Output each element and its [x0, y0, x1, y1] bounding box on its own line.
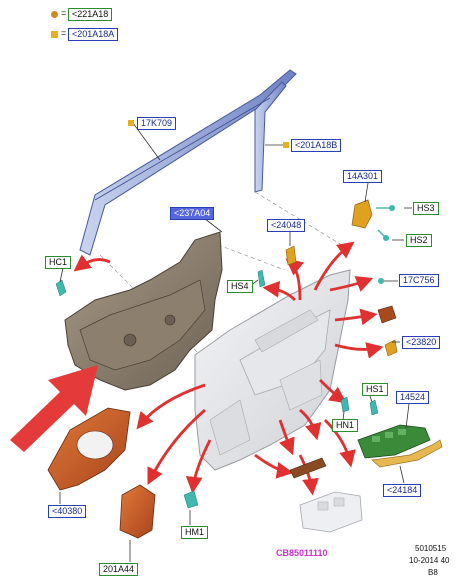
cover-201a44 — [119, 484, 156, 539]
callout-hs2: HS2 — [406, 234, 432, 247]
bracket-24048 — [285, 245, 297, 266]
hinge-bracket-14a301 — [351, 182, 373, 229]
glass-run-strip — [79, 69, 297, 256]
red-arrows — [73, 241, 384, 496]
clip-hc1 — [55, 279, 67, 297]
callout-hm1: HM1 — [181, 526, 209, 539]
legend-dot-icon — [51, 11, 58, 18]
clip-hn1 — [340, 396, 350, 413]
callout-hc1: HC1 — [45, 256, 72, 269]
legend-equals: = — [61, 8, 67, 18]
trim-strip-24184 — [371, 439, 443, 468]
callout-24184: <24184 — [383, 484, 422, 497]
callout-17c756: 17C756 — [399, 274, 439, 287]
module-cb85011110 — [299, 491, 363, 533]
door-inner-panel — [64, 231, 223, 391]
legend-equals: = — [61, 28, 67, 38]
legend-dot-label: <221A18 — [68, 8, 113, 21]
fastener-marker-icon — [128, 120, 134, 126]
callout-237a04: <237A04 — [170, 207, 215, 220]
callout-14a301: 14A301 — [343, 170, 383, 183]
clip-hs3 — [376, 205, 395, 211]
callout-14524: 14524 — [396, 391, 430, 404]
grille-part — [289, 457, 327, 479]
bracket-23820 — [384, 339, 398, 357]
clip-hm1 — [183, 490, 199, 509]
door-trim-panel — [194, 269, 351, 471]
clip-hs1 — [369, 399, 379, 416]
clip-hs4 — [257, 269, 266, 288]
clip-hs2 — [377, 229, 389, 241]
legend-square-label: <201A18A — [68, 28, 119, 41]
callout-201a44: 201A44 — [99, 563, 139, 576]
callout-24048: <24048 — [267, 219, 306, 232]
big-indicator-arrow — [10, 365, 98, 452]
footer-line-2: 10-2014 40 — [409, 556, 450, 565]
callout-hs1: HS1 — [362, 383, 388, 396]
callout-40380: <40380 — [48, 505, 87, 518]
legend-square-icon — [51, 31, 58, 38]
footer-line-3: B8 — [428, 568, 438, 577]
part-code-label: CB85011110 — [276, 548, 328, 558]
callout-201a18b: <201A18B — [291, 139, 342, 152]
callout-23820: <23820 — [402, 336, 441, 349]
block-part — [377, 305, 397, 324]
callout-hn1: HN1 — [332, 419, 359, 432]
leader-lines — [59, 207, 412, 562]
callout-hs4: HS4 — [227, 280, 253, 293]
fastener-marker-icon — [283, 142, 289, 148]
switch-panel-14524 — [357, 424, 431, 459]
clip-17c756 — [378, 278, 384, 284]
callout-17k709: 17K709 — [137, 117, 177, 130]
speaker-cover-40380 — [47, 407, 131, 491]
callout-hs3: HS3 — [413, 202, 439, 215]
footer-line-1: 5010515 — [415, 544, 447, 553]
